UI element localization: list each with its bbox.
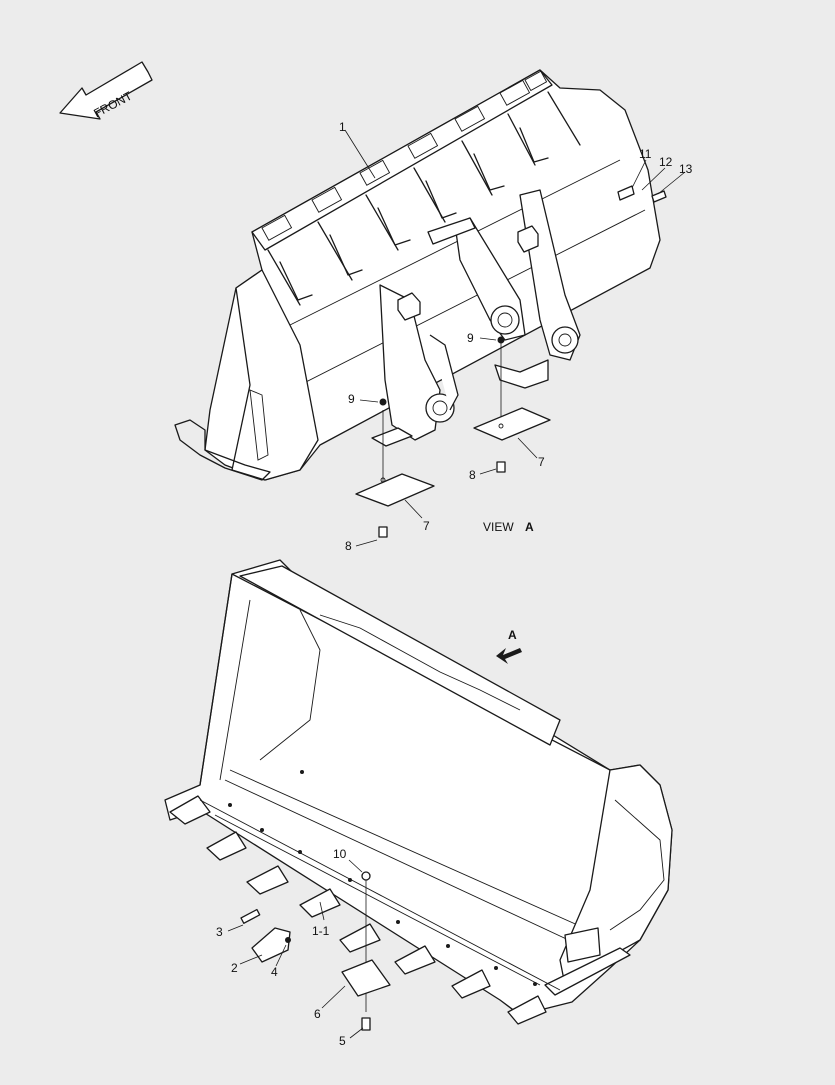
- callout-7-left: 7: [423, 519, 430, 533]
- callout-5: 5: [339, 1034, 346, 1048]
- callout-1: 1: [339, 120, 346, 134]
- callout-6: 6: [314, 1007, 321, 1021]
- callout-12: 12: [659, 155, 673, 169]
- callout-13: 13: [679, 162, 693, 176]
- callout-11: 11: [639, 147, 652, 161]
- lower-exploded-parts: [240, 871, 391, 1031]
- callout-10: 10: [333, 847, 347, 861]
- callout-8-right: 8: [469, 468, 476, 482]
- view-a-arrow-label: A: [508, 628, 517, 642]
- lower-bucket-assembly: [164, 559, 673, 1016]
- callout-2: 2: [231, 961, 238, 975]
- upper-wear-plate-set: [355, 336, 551, 538]
- callout-3: 3: [216, 925, 223, 939]
- upper-bucket-assembly: [174, 69, 667, 481]
- callout-9-right: 9: [467, 331, 474, 345]
- top-grille: [261, 70, 548, 241]
- callout-7-right: 7: [538, 455, 545, 469]
- view-label-letter: A: [525, 520, 534, 534]
- upper-leader-lines: [344, 129, 686, 547]
- callout-9-left: 9: [348, 392, 355, 406]
- callout-numbers: 1 11 12 13 9 9 7 8 7 8 10 3 1-1 2 4 6 5: [216, 120, 693, 1048]
- view-a-arrow: A: [496, 628, 522, 664]
- front-direction-arrow: FRONT: [59, 61, 153, 121]
- callout-8-left: 8: [345, 539, 352, 553]
- callout-1-1: 1-1: [312, 924, 330, 938]
- view-label-prefix: VIEW: [483, 520, 514, 534]
- callout-4: 4: [271, 965, 278, 979]
- lower-leader-lines: [227, 859, 364, 1039]
- bucket-teeth-row: [169, 795, 561, 1025]
